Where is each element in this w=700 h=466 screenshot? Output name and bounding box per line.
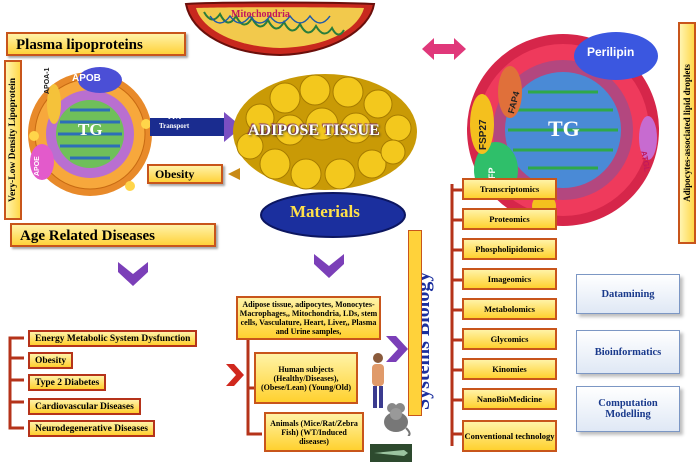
mitochondria-image	[184, 1, 376, 57]
tg-right-label: TG	[548, 116, 580, 141]
apoa1-label: APOA-1	[44, 67, 51, 94]
vldl-label: Very-Low Density Lipoprotein	[4, 60, 22, 220]
chevron-right-red-icon	[226, 364, 244, 386]
chevron-down-icon	[314, 254, 344, 278]
ffa-label: FFA	[168, 113, 182, 121]
materials-ellipse	[260, 192, 406, 238]
omics-connector	[450, 184, 464, 446]
materials-label: Materials	[290, 202, 360, 221]
ffa-transport-arrow	[150, 112, 242, 142]
chevron-down-icon	[118, 262, 148, 286]
disease-item: Neurodegenerative Diseases	[28, 420, 156, 437]
transport-label: Transport	[159, 122, 190, 130]
lipid-droplets-label: Adipocytes-associated lipid droplets	[678, 22, 696, 244]
adipose-tissue-label: ADIPOSE TISSUE	[248, 122, 380, 139]
omics-item: Metabolomics	[462, 298, 557, 320]
disease-item: Type 2 Diabetes	[28, 374, 107, 391]
systems-biology-bar	[408, 230, 422, 416]
mouse-icon	[384, 403, 411, 436]
computation-modelling-box: Computation Modelling	[576, 386, 680, 432]
sample-animals-box: Animals (Mice/Rat/Zebra Fish) (WT/Induce…	[264, 412, 364, 452]
fsp27-label: FSP27	[478, 119, 489, 150]
adipose-tissue-cluster	[233, 74, 417, 190]
human-figure-icon	[372, 353, 384, 408]
disease-item: Cardiovascular Diseases	[28, 398, 141, 415]
perilipin-label: Perilipin	[587, 45, 635, 59]
omics-item: NanoBioMedicine	[462, 388, 557, 410]
omics-item: Transcriptomics	[462, 178, 557, 200]
datamining-box: Datamining	[576, 274, 680, 314]
disease-bracket	[8, 336, 24, 430]
chevron-right-icon	[386, 336, 408, 362]
small-arrow-icon	[228, 168, 240, 180]
apoe-label: APOE	[34, 156, 41, 176]
lipoprotein-particle	[28, 67, 152, 196]
sample-human-box: Human subjects (Healthy/Diseases), (Obes…	[254, 352, 358, 404]
tg-left-label: TG	[78, 120, 103, 139]
sample-tissue-box: Adipose tissue, adipocytes, Monocytes-Ma…	[236, 296, 381, 340]
disease-item: Energy Metabolic System Dysfunction	[28, 330, 198, 347]
double-arrow-icon	[422, 38, 466, 60]
omics-item: Kinomies	[462, 358, 557, 380]
apob-label: APOB	[72, 73, 101, 84]
omics-item: Proteomics	[462, 208, 557, 230]
obesity-box: Obesity	[147, 164, 223, 184]
zebrafish-image	[370, 444, 412, 462]
mitochondria-label: Mitochondria	[231, 9, 290, 20]
plasma-lipoproteins-title: Plasma lipoproteins	[6, 32, 186, 56]
disease-item: Obesity	[28, 352, 74, 369]
age-related-title: Age Related Diseases	[10, 223, 216, 247]
bioinformatics-box: Bioinformatics	[576, 330, 680, 374]
omics-item: Imageomics	[462, 268, 557, 290]
omics-item: Phospholipidomics	[462, 238, 557, 260]
omics-item: Conventional technology	[462, 420, 557, 452]
omics-item: Glycomics	[462, 328, 557, 350]
